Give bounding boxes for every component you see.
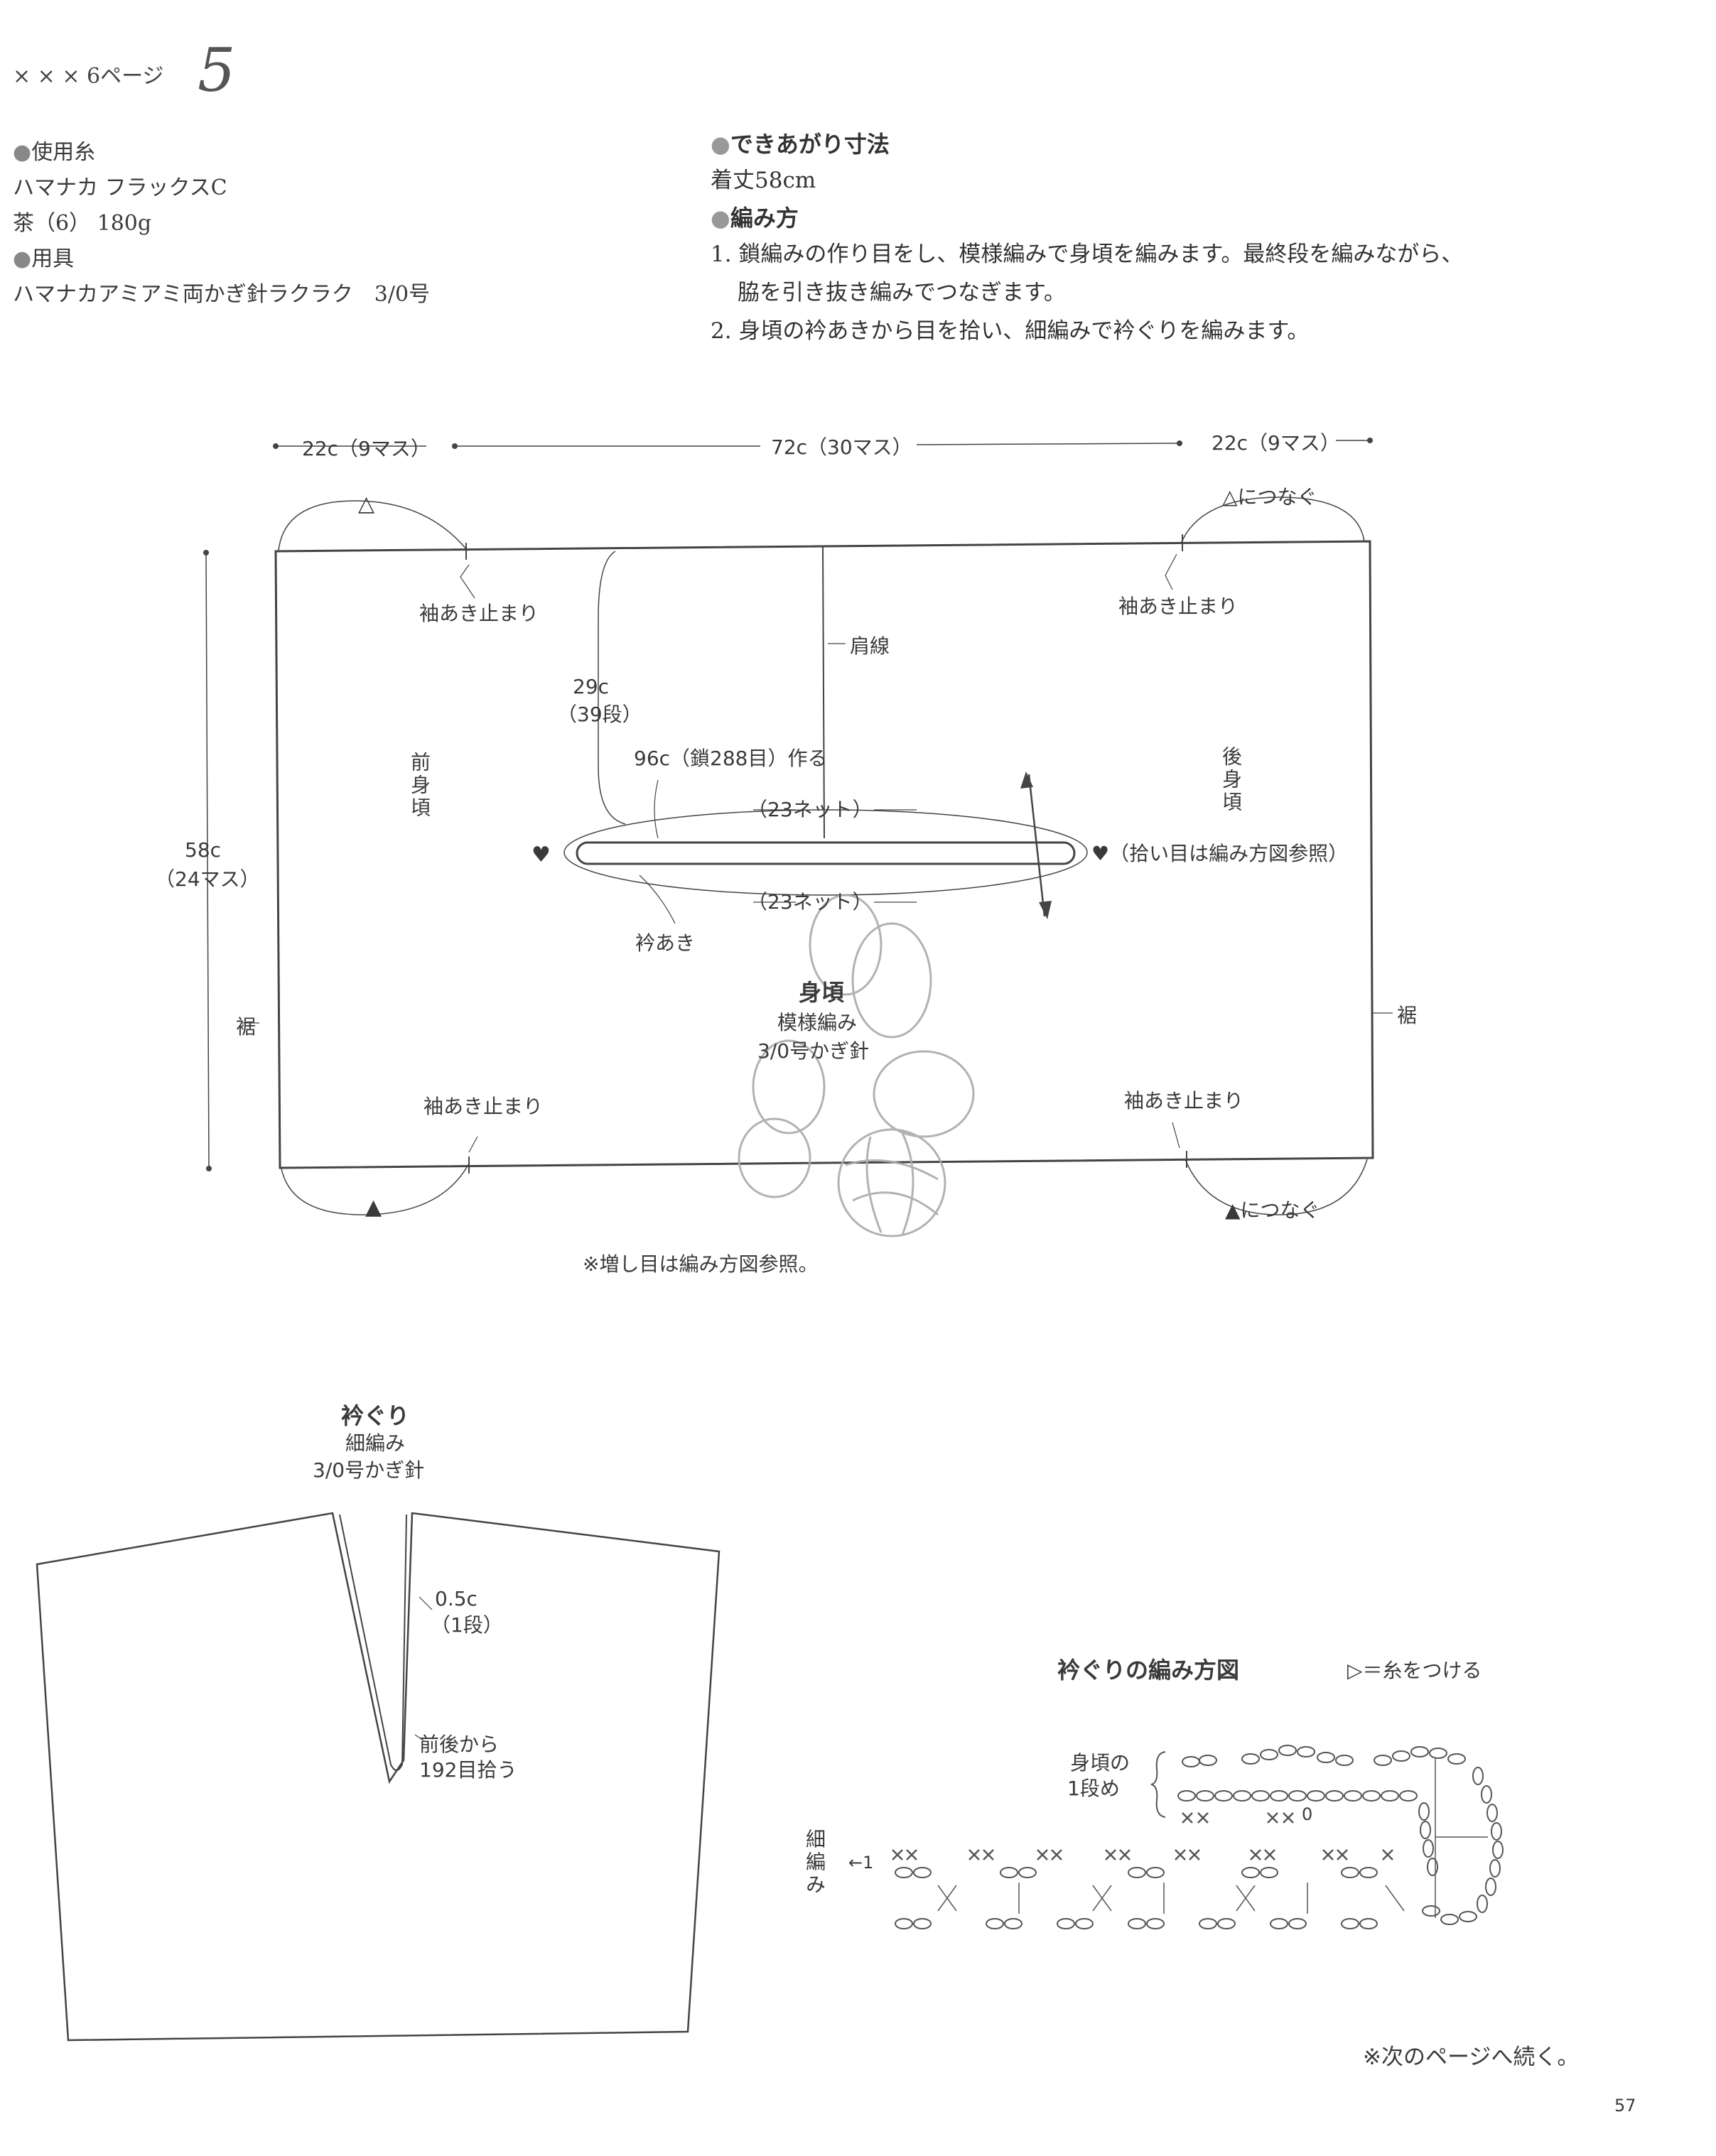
depth-label: 29c	[573, 675, 610, 698]
sleeve-stop-bottom-left: 袖あき止まり	[423, 1095, 544, 1118]
chart-legend: ▷＝糸をつける	[1347, 1655, 1482, 1684]
sleeve-stop-bottom-right: 袖あき止まり	[1124, 1089, 1244, 1112]
triangle-filled-left: ▲	[365, 1195, 382, 1220]
neckband-hook: 3/0号かぎ針	[313, 1458, 425, 1482]
stitch-posts	[937, 1883, 1405, 1914]
net-top-label: （23ネット）	[748, 798, 873, 821]
step-2: 2. 身頃の衿あきから目を拾い、細編みで衿ぐりを編みます。	[711, 318, 1310, 344]
finished-length: 着丈58cm	[711, 168, 816, 193]
pickup-note: ♥（拾い目は編み方図参照）	[1091, 842, 1349, 865]
neck-opening	[576, 841, 1076, 865]
row1-label-line2: 1段め	[1067, 1777, 1120, 1800]
garment-outline	[36, 1512, 721, 2042]
finished-size-heading: できあがり寸法	[730, 131, 890, 158]
materials-block: ●使用糸 ハマナカ フラックスC 茶（6） 180g ●用具 ハマナカアミアミ両…	[13, 135, 430, 313]
neck-opening-label: 衿あき	[635, 931, 696, 955]
triangle-filled-join: ▲につなぐ	[1225, 1198, 1320, 1222]
chart-title: 衿ぐりの編み方図	[1057, 1657, 1240, 1684]
row1-label-line1: 身頃の	[1070, 1751, 1130, 1775]
tools-heading: 用具	[31, 247, 75, 271]
dim-left: 22c（9マス）	[302, 437, 431, 460]
continued-note: ※次のページへ続く。	[1363, 2044, 1580, 2070]
bullet-icon: ●	[13, 140, 32, 165]
pattern-number: 5	[198, 36, 236, 105]
triangle-open-join: △につなぐ	[1222, 485, 1317, 509]
pickup-line-1: 前後から	[419, 1733, 500, 1756]
bullet-icon: ●	[711, 131, 730, 158]
height-label: 58c	[185, 838, 222, 862]
chain-start-label: 96c（鎖288目）作る	[634, 747, 828, 770]
front-body-label: 前身頃	[408, 752, 431, 820]
instructions-block: ●できあがり寸法 着丈58cm ●編み方 1. 鎖編みの作り目をし、模様編みで身…	[711, 126, 1463, 351]
triangle-open-left: △	[358, 492, 375, 516]
back-body-label: 後身頃	[1219, 746, 1243, 814]
neckband-title: 衿ぐり	[341, 1402, 410, 1429]
sleeve-stop-top-right: 袖あき止まり	[1118, 595, 1239, 618]
zero-mark: 0	[1302, 1804, 1313, 1824]
instructions-heading: 編み方	[730, 205, 799, 232]
page-reference: × × × 6ページ	[13, 64, 164, 89]
dim-center: 72c（30マス）	[771, 435, 912, 459]
sleeve-stop-top-left: 袖あき止まり	[419, 602, 539, 625]
bullet-icon: ●	[711, 205, 730, 232]
bullet-icon: ●	[13, 247, 32, 271]
neckband-inner-edge	[339, 1514, 407, 1771]
neckband-stitch: 細編み	[345, 1431, 406, 1455]
yarn-name: ハマナカ フラックスC	[13, 175, 227, 200]
body-outline	[274, 540, 1374, 1169]
neckband-width: 0.5c	[435, 1587, 477, 1610]
chain-row-top	[1182, 1745, 1466, 1767]
heart-icon: ♥	[531, 843, 551, 867]
shoulder-line-label: 肩線	[850, 634, 890, 658]
height-units-label: （24マス）	[155, 867, 260, 891]
direction-arrow: ←1	[848, 1853, 874, 1873]
dim-right: 22c（9マス）	[1212, 431, 1340, 455]
hook-size: 3/0号かぎ針	[757, 1039, 870, 1063]
chart-legend-text: ＝糸をつける	[1362, 1659, 1482, 1682]
sc-label: 細編み	[803, 1829, 826, 1897]
page-number: 57	[1614, 2096, 1636, 2116]
step-1-continued: 脇を引き抜き編みでつなぎます。	[738, 280, 1066, 305]
pickup-line-2: 192目拾う	[419, 1758, 517, 1782]
yarn-amount: 茶（6） 180g	[13, 211, 152, 236]
yarn-heading: 使用糸	[31, 140, 96, 165]
chain-row-bottom	[895, 1867, 1378, 1929]
pattern-stitch: 模様編み	[777, 1011, 858, 1034]
step-1: 1. 鎖編みの作り目をし、模様編みで身頃を編みます。最終段を編みながら、	[711, 242, 1464, 267]
neckband-rows: （1段）	[431, 1613, 503, 1637]
piece-name: 身頃	[799, 979, 845, 1006]
hem-right: 裾	[1397, 1004, 1418, 1027]
net-bottom-label: （23ネット）	[748, 890, 873, 914]
depth-rows-label: （39段）	[557, 703, 642, 726]
chain-loop-right	[1418, 1767, 1504, 1925]
attach-yarn-icon: ▷	[1347, 1659, 1363, 1682]
sc-row	[892, 1812, 1393, 1860]
tools-name: ハマナカアミアミ両かぎ針ラクラク 3/0号	[13, 282, 431, 307]
yarn-watermark	[738, 894, 975, 1237]
increase-note: ※増し目は編み方図参照。	[583, 1252, 819, 1276]
chain-row-base	[1177, 1790, 1418, 1802]
shoulder-line	[822, 546, 825, 839]
hem-left: 裾	[236, 1015, 257, 1039]
